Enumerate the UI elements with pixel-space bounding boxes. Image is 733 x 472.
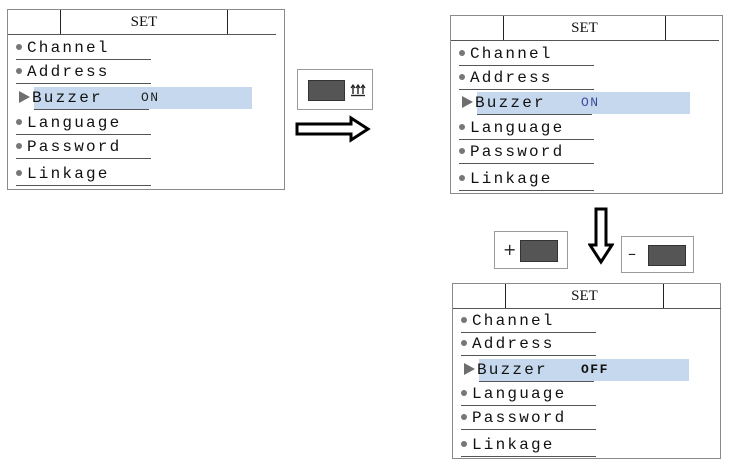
menu-item-label: Linkage — [472, 436, 555, 454]
menu-item-password[interactable]: Password — [461, 407, 596, 430]
key-button-face — [308, 80, 345, 101]
enter-key[interactable] — [297, 69, 373, 110]
menu-item-label: Buzzer — [477, 361, 548, 379]
menu-item-language[interactable]: Language — [16, 112, 151, 135]
menu-item-channel[interactable]: Channel — [461, 310, 596, 333]
plus-key[interactable]: + — [494, 231, 568, 269]
menu-item-label: Channel — [27, 39, 110, 57]
bullet-icon — [16, 118, 22, 125]
menu-item-language[interactable]: Language — [461, 383, 596, 406]
bullet-icon — [461, 316, 467, 323]
menu-item-label: Linkage — [27, 165, 110, 183]
menu-item-label: Password — [27, 138, 122, 156]
menu-title: SET — [60, 10, 228, 35]
menu-item-password[interactable]: Password — [16, 136, 151, 159]
menu-item-address[interactable]: Address — [461, 333, 596, 356]
menu-item-buzzer[interactable]: Buzzer — [19, 87, 149, 110]
menu-item-buzzer[interactable]: Buzzer — [462, 92, 592, 115]
enter-arrows-icon — [350, 83, 366, 97]
bullet-icon — [16, 43, 22, 50]
selection-arrow-icon — [462, 95, 473, 108]
right-arrow-icon — [295, 115, 371, 143]
selected-row-highlight — [34, 87, 252, 109]
selected-row-highlight — [479, 359, 689, 381]
menu-item-label: Buzzer — [32, 89, 103, 107]
menu-item-address[interactable]: Address — [459, 67, 594, 90]
set-menu-screen-1: SET Channel Address Buzzer ON Language P… — [7, 9, 285, 190]
menu-title: SET — [503, 16, 666, 41]
header-divider — [451, 40, 719, 41]
menu-item-password[interactable]: Password — [459, 141, 594, 164]
plus-label: + — [503, 240, 517, 259]
down-arrow-icon — [588, 207, 614, 265]
menu-item-channel[interactable]: Channel — [459, 43, 594, 66]
menu-item-buzzer[interactable]: Buzzer — [464, 359, 594, 382]
bullet-icon — [459, 147, 465, 154]
set-menu-screen-3: SET Channel Address Buzzer OFF Language … — [452, 283, 721, 459]
menu-item-label: Address — [27, 63, 110, 81]
menu-item-linkage[interactable]: Linkage — [16, 163, 151, 186]
menu-item-label: Channel — [470, 45, 553, 63]
menu-item-label: Buzzer — [475, 94, 546, 112]
header-divider — [453, 308, 721, 309]
bullet-icon — [459, 73, 465, 80]
buzzer-value: ON — [581, 95, 600, 110]
buzzer-value: ON — [141, 90, 160, 105]
bullet-icon — [461, 413, 467, 420]
bullet-icon — [461, 440, 467, 447]
set-menu-screen-2: SET Channel Address Buzzer ON Language P… — [450, 15, 723, 194]
menu-item-language[interactable]: Language — [459, 117, 594, 140]
minus-label: – — [628, 244, 636, 263]
bullet-icon — [459, 123, 465, 130]
menu-item-label: Language — [470, 119, 565, 137]
bullet-icon — [459, 174, 465, 181]
minus-key[interactable]: – — [621, 236, 694, 273]
selection-arrow-icon — [464, 362, 475, 375]
bullet-icon — [461, 389, 467, 396]
menu-item-linkage[interactable]: Linkage — [461, 434, 596, 457]
bullet-icon — [459, 49, 465, 56]
menu-item-channel[interactable]: Channel — [16, 37, 151, 60]
header-divider — [8, 34, 276, 35]
menu-item-label: Language — [472, 385, 567, 403]
bullet-icon — [16, 142, 22, 149]
menu-item-label: Language — [27, 114, 122, 132]
menu-item-label: Address — [472, 335, 555, 353]
menu-item-address[interactable]: Address — [16, 61, 151, 84]
buzzer-value: OFF — [581, 362, 609, 377]
menu-item-label: Linkage — [470, 170, 553, 188]
selected-row-highlight — [477, 92, 690, 114]
menu-title: SET — [505, 284, 664, 309]
bullet-icon — [16, 169, 22, 176]
menu-item-label: Password — [470, 143, 565, 161]
menu-item-linkage[interactable]: Linkage — [459, 168, 594, 191]
bullet-icon — [461, 339, 467, 346]
menu-item-label: Password — [472, 409, 567, 427]
key-button-face — [648, 245, 686, 266]
selection-arrow-icon — [19, 90, 30, 103]
menu-item-label: Channel — [472, 312, 555, 330]
key-button-face — [520, 240, 558, 262]
bullet-icon — [16, 67, 22, 74]
menu-item-label: Address — [470, 69, 553, 87]
